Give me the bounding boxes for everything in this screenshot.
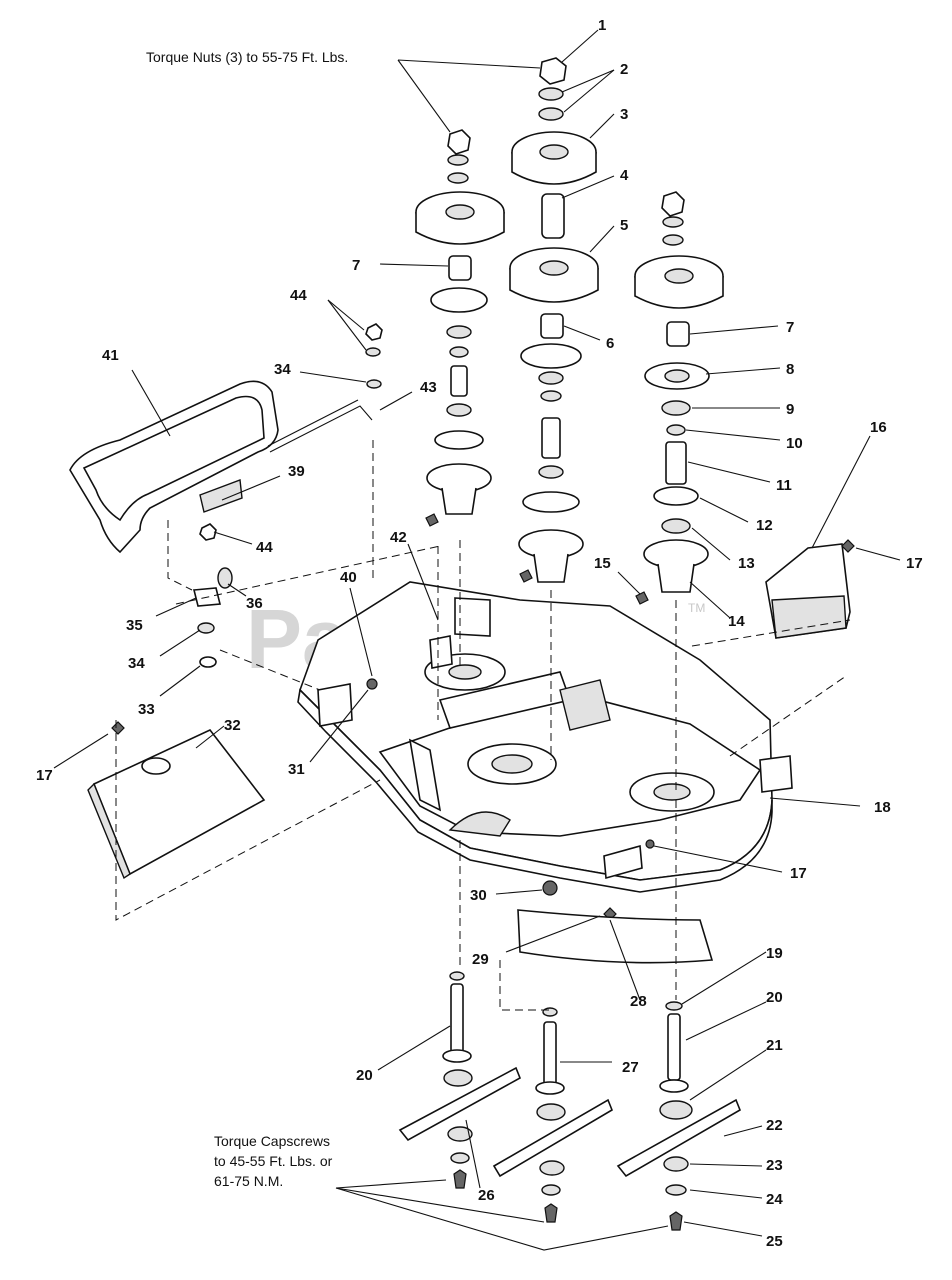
- callout-5: 5: [620, 217, 628, 234]
- torque-capscrews-note-line2: to 45-55 Ft. Lbs. or: [214, 1153, 333, 1169]
- callout-6: 6: [606, 335, 614, 352]
- callout-32: 32: [224, 717, 241, 734]
- callout-34-lower: 34: [128, 655, 145, 672]
- callout-13: 13: [738, 555, 755, 572]
- leader-lines: [53, 29, 901, 1251]
- callout-30: 30: [470, 887, 487, 904]
- torque-capscrews-note-line3: 61-75 N.M.: [214, 1173, 283, 1189]
- callout-44-upper: 44: [290, 287, 307, 304]
- callout-18: 18: [874, 799, 891, 816]
- callout-22: 22: [766, 1117, 783, 1134]
- callout-2: 2: [620, 61, 628, 78]
- callout-8: 8: [786, 361, 794, 378]
- callout-34-upper: 34: [274, 361, 291, 378]
- callout-21: 21: [766, 1037, 783, 1054]
- callout-41: 41: [102, 347, 119, 364]
- callout-33: 33: [138, 701, 155, 718]
- callout-14: 14: [728, 613, 745, 630]
- callout-40: 40: [340, 569, 357, 586]
- callout-7-right: 7: [786, 319, 794, 336]
- callout-17-right: 17: [906, 555, 923, 572]
- callout-4: 4: [620, 167, 629, 184]
- callout-35: 35: [126, 617, 143, 634]
- callout-27: 27: [622, 1059, 639, 1076]
- left-spindle-stack: [415, 129, 505, 527]
- callout-24: 24: [766, 1191, 783, 1208]
- callout-28: 28: [630, 993, 647, 1010]
- callout-23: 23: [766, 1157, 783, 1174]
- watermark-tm: TM: [688, 601, 705, 615]
- callout-9: 9: [786, 401, 794, 418]
- callout-11: 11: [776, 477, 792, 494]
- callout-7-left: 7: [352, 257, 360, 274]
- callout-16: 16: [870, 419, 887, 436]
- callout-20-left: 20: [356, 1067, 373, 1084]
- callout-17-deck: 17: [790, 865, 807, 882]
- callout-1: 1: [598, 17, 606, 34]
- callout-26: 26: [478, 1187, 495, 1204]
- right-spindle-cover: [765, 543, 851, 639]
- right-spindle-stack: [634, 191, 724, 605]
- callout-39: 39: [288, 463, 305, 480]
- baffle: [517, 909, 714, 964]
- callout-19: 19: [766, 945, 783, 962]
- mower-deck: [297, 581, 793, 893]
- torque-capscrews-note-line1: Torque Capscrews: [214, 1133, 330, 1149]
- callout-17-left: 17: [36, 767, 53, 784]
- callout-numbers: 1 2 3 4 5 6 7 7 8 9 10 11 12 13 14 15 16…: [36, 17, 923, 1250]
- callout-25: 25: [766, 1233, 783, 1250]
- callout-3: 3: [620, 106, 628, 123]
- blade-assemblies: [398, 971, 741, 1231]
- callout-29: 29: [472, 951, 489, 968]
- left-spindle-cover: [87, 729, 266, 880]
- callout-15: 15: [594, 555, 611, 572]
- callout-43: 43: [420, 379, 437, 396]
- callout-42: 42: [390, 529, 407, 546]
- callout-12: 12: [756, 517, 773, 534]
- center-spindle-stack: [509, 57, 599, 583]
- callout-20-right: 20: [766, 989, 783, 1006]
- callout-44-lower: 44: [256, 539, 273, 556]
- alignment-lines: [115, 440, 851, 1011]
- torque-nuts-note: Torque Nuts (3) to 55-75 Ft. Lbs.: [146, 49, 348, 65]
- callout-10: 10: [786, 435, 803, 452]
- belt-guard: [69, 380, 373, 554]
- callout-31: 31: [288, 761, 305, 778]
- callout-36: 36: [246, 595, 263, 612]
